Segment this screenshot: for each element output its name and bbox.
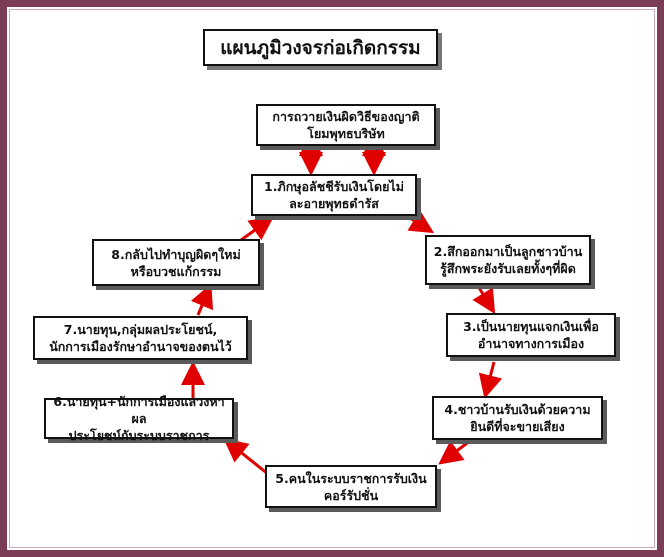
arrow-n5-n6 [223, 438, 269, 476]
arrow-n3-n4 [478, 361, 503, 399]
node-source-offering: การถวายเงินผิดวิธีของญาติ โยมพุทธบริษัท [256, 104, 436, 146]
arrow-n1-n2 [404, 210, 435, 234]
node-6-capitalist-politician-benefit: 6.นายทุน+นักการเมืองแสวงหาผล ประโยชน์กับ… [44, 394, 234, 443]
node-7-keep-power: 7.นายทุน,กลุ่มผลประโยชน์, นักการเมืองรัก… [33, 316, 248, 360]
node-3-capitalist-money: 3.เป็นนายทุนแจกเงินเพื่อ อำนาจทางการเมือ… [446, 313, 616, 357]
node-8-wrong-merit-again: 8.กลับไปทำบุญผิดๆใหม่ หรือบวชแก้กรรม [92, 239, 260, 286]
arrow-n7-n8 [190, 283, 214, 316]
node-2-disrobed-layman: 2.สึกออกมาเป็นลูกชาวบ้าน รู้สึกพระยังรับ… [425, 235, 591, 285]
arrow-n4-n5 [438, 439, 471, 465]
arrow-n2-n3 [472, 285, 496, 315]
node-5-bureaucrats-corruption: 5.คนในระบบราชการรับเงิน คอร์รัปชั่น [265, 465, 437, 508]
node-1-monk-accepts-money: 1.ภิกษุอลัชชีรับเงินโดยไม่ ละอายพุทธดำรั… [251, 174, 417, 216]
node-4-villagers-sell-votes: 4.ชาวบ้านรับเงินด้วยความ ยินดีที่จะขายเส… [432, 396, 603, 440]
page-title: แผนภูมิวงจรก่อเกิดกรรม [203, 29, 438, 66]
arrow-n8-n1 [240, 216, 274, 242]
